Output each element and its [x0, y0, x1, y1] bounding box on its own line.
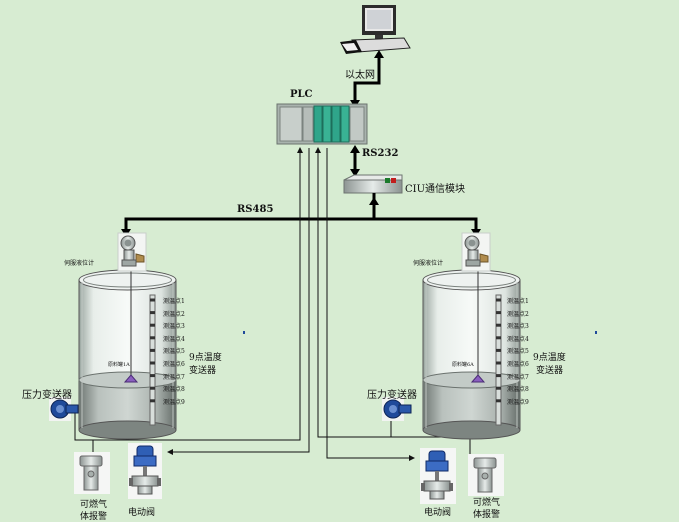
temp-sensor-point [496, 298, 501, 302]
rs232-link [350, 145, 360, 177]
servo-level-gauge-right [461, 232, 491, 272]
gas-alarm-label-left-1: 可燃气 [80, 500, 108, 510]
temp-point-label: 测温点9 [507, 398, 529, 406]
ciu-module [343, 174, 403, 194]
temp-transmitter-label-left-2: 变送器 [189, 366, 217, 376]
temp-sensor-point [150, 399, 155, 403]
temp-sensor-point [496, 323, 501, 327]
temp-sensor-point [150, 348, 155, 352]
servo-level-gauge-label-left: 伺服液位计 [64, 260, 95, 267]
servo-level-gauge-label-right: 伺服液位计 [413, 260, 444, 267]
temp-point-label: 测温点7 [507, 373, 529, 381]
gas-alarm-label-left-2: 体报警 [80, 512, 108, 522]
temp-sensor-point [496, 336, 501, 340]
temp-sensor-point [496, 348, 501, 352]
temp-sensor-point [150, 336, 155, 340]
temp-point-label: 测温点1 [163, 298, 185, 305]
temp-point-label: 测温点3 [507, 323, 529, 331]
gas-alarm-left [74, 452, 110, 494]
temp-sensor-point [150, 323, 155, 327]
temp-point-label: 测温点8 [507, 386, 529, 394]
temp-sensor-point [150, 298, 155, 302]
temp-point-label: 测温点6 [163, 361, 185, 368]
computer-icon [340, 5, 411, 54]
temp-sensor-point [150, 386, 155, 390]
electric-valve-right [420, 448, 456, 504]
temp-sensor-point [496, 311, 501, 315]
electric-valve-label-left: 电动阀 [128, 508, 156, 518]
temp-sensor-point [496, 399, 501, 403]
stray-mark [243, 331, 245, 334]
temp-point-label: 测温点5 [507, 348, 529, 356]
rs485-bus [121, 217, 481, 237]
temp-point-label: 测温点2 [507, 310, 529, 318]
gas-alarm-right [468, 454, 504, 496]
temp-point-label: 测温点8 [163, 386, 185, 394]
temp-point-label: 测温点4 [163, 335, 185, 343]
temp-sensor-point [150, 361, 155, 365]
temp-point-label: 测温点9 [163, 398, 185, 406]
servo-level-gauge-left [117, 232, 147, 272]
temp-point-label: 测温点5 [163, 348, 185, 356]
temp-point-label: 测温点2 [163, 310, 185, 318]
temp-sensor-point [150, 311, 155, 315]
tank-name-right: 原料罐6A [452, 362, 474, 368]
temp-sensor-point [496, 386, 501, 390]
temp-transmitter-label-right-2: 变送器 [536, 366, 564, 376]
temp-point-label: 测温点4 [507, 335, 529, 343]
temp-sensor-point [150, 374, 155, 378]
ciu-module-label: CIU通信模块 [405, 184, 466, 195]
ciu-to-bus [369, 193, 379, 219]
ethernet-label: 以太网 [345, 70, 375, 81]
temp-point-label: 测温点3 [163, 323, 185, 331]
temp-point-label: 测温点1 [507, 298, 529, 305]
tank-name-left: 原料罐1A [108, 362, 130, 368]
gas-alarm-label-right-2: 体报警 [473, 510, 501, 520]
plc-rack [276, 103, 368, 145]
pressure-transmitter-left [49, 397, 79, 421]
electric-valve-label-right: 电动阀 [424, 508, 452, 518]
electric-valve-left [128, 443, 162, 499]
temp-sensor-point [496, 361, 501, 365]
tank-right [422, 269, 521, 440]
temp-point-label: 测温点6 [507, 361, 529, 368]
temp-transmitter-label-right-1: 9点温度 [533, 353, 566, 363]
rs485-label: RS485 [237, 204, 274, 215]
plc-label: PLC [290, 89, 313, 100]
pressure-transmitter-label-right: 压力变送器 [367, 390, 417, 401]
pressure-transmitter-label-left: 压力变送器 [22, 390, 72, 401]
gas-alarm-label-right-1: 可燃气 [473, 498, 501, 508]
rs232-label: RS232 [362, 148, 399, 159]
temp-transmitter-label-left-1: 9点温度 [189, 353, 222, 363]
stray-mark [595, 331, 597, 334]
temp-point-label: 测温点7 [163, 373, 185, 381]
pressure-transmitter-right [382, 397, 412, 421]
tank-left [78, 269, 177, 440]
temp-sensor-point [496, 374, 501, 378]
